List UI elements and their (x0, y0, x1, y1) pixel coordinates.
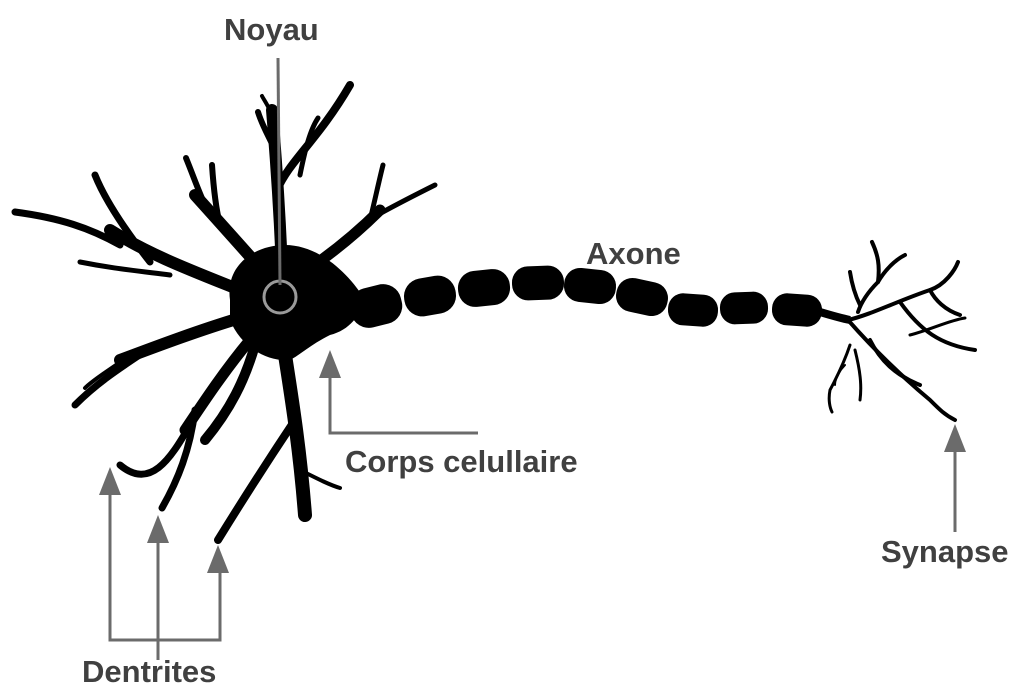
label-noyau: Noyau (224, 14, 319, 45)
axon (346, 265, 850, 332)
dentrites-arrowhead-middle (147, 515, 169, 543)
label-axone: Axone (586, 238, 681, 269)
label-dentrites: Dentrites (82, 656, 216, 687)
cell-body (229, 245, 365, 360)
corps-pointer-line (330, 372, 478, 433)
corps-arrowhead (319, 350, 341, 378)
dentrites-arrowhead-right (207, 545, 229, 573)
axon-terminals (829, 242, 975, 420)
label-synapse: Synapse (881, 536, 1009, 567)
noyau-pointer-line (278, 58, 280, 285)
dentrites-arrowhead-left (99, 467, 121, 495)
synapse-arrowhead (944, 424, 966, 452)
dentrites-bracket-line (110, 490, 220, 640)
label-corps-cellulaire: Corps celullaire (345, 446, 578, 477)
